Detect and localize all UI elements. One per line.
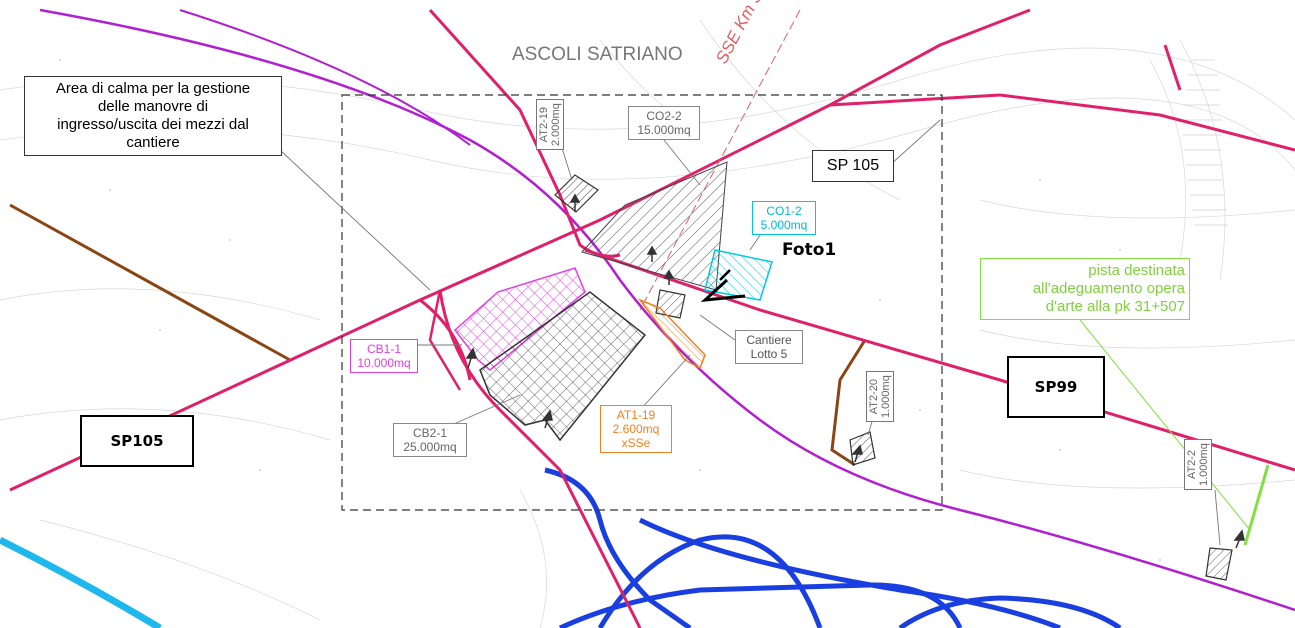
area-cb2-1: [479, 291, 647, 442]
area-note: xSSe: [621, 436, 651, 450]
area-code: AT2-20: [868, 378, 880, 415]
area-code: CB2-1: [412, 426, 447, 440]
area-co1-2: [704, 249, 773, 301]
place-name: ASCOLI SATRIANO: [512, 44, 683, 65]
area-size: 5.000mq: [760, 218, 808, 232]
road-sp99: [584, 248, 1295, 472]
callout-line: delle manovre di: [97, 98, 209, 115]
area-code: CB1-1: [366, 342, 401, 356]
callout-line: Cantiere: [746, 333, 792, 347]
callout-area-calma[interactable]: Area di calma per la gestione delle mano…: [24, 76, 282, 156]
road-ramp-2: [428, 289, 462, 391]
area-at2-20: [849, 431, 876, 466]
road-top-right: [1163, 44, 1182, 91]
terrain-dots: [59, 59, 1161, 561]
work-area-boundary: [341, 94, 943, 511]
purple-road-2: [179, 9, 471, 146]
label-at2-20[interactable]: AT2-20 1.000mq: [866, 371, 894, 422]
road-label-sp99[interactable]: SP99: [1007, 356, 1105, 418]
label-at1-19[interactable]: AT1-19 2.600mq xSSe: [600, 405, 672, 453]
area-code: AT1-19: [616, 408, 656, 422]
area-size: 2.600mq: [612, 422, 660, 436]
label-co2-2[interactable]: CO2-2 15.000mq: [628, 106, 700, 140]
area-size: 15.000mq: [637, 123, 691, 137]
blue-road-2: [597, 534, 823, 628]
photo-viewpoint-icon: [700, 278, 746, 302]
sse-line: [639, 9, 801, 311]
pista-leader: [1079, 319, 1251, 531]
callout-line: ingresso/uscita dei mezzi dal: [57, 116, 249, 133]
blue-road-5: [898, 595, 1122, 628]
callout-line: Area di calma per la gestione: [55, 80, 251, 97]
area-code: AT2-2: [1186, 450, 1198, 480]
callout-line: Lotto 5: [750, 347, 788, 361]
area-size: 2.000mq: [550, 103, 562, 146]
callout-pista[interactable]: pista destinata all'adeguamento opera d'…: [980, 258, 1190, 320]
area-at2-19: [554, 174, 599, 213]
photo-arrow: [719, 269, 731, 281]
area-cb1-1: [453, 267, 586, 371]
cyan-road: [0, 536, 162, 628]
area-at2-21: [1205, 547, 1233, 581]
area-arrows: [465, 193, 1245, 549]
brown-road-left: [9, 203, 291, 362]
label-at2-19[interactable]: AT2-19 2.000mq: [536, 99, 564, 150]
label-co1-2[interactable]: CO1-2 5.000mq: [752, 201, 816, 235]
hillside-hatch: [1183, 59, 1228, 226]
area-size: 1.000mq: [880, 375, 892, 418]
area-size: 1.000mq: [1198, 443, 1210, 486]
label-cb1-1[interactable]: CB1-1 10.000mq: [350, 339, 418, 373]
road-label-sp105-left[interactable]: SP105: [80, 415, 194, 467]
callout-line: pista destinata: [1088, 262, 1185, 279]
area-at1-19: [637, 298, 706, 370]
brown-road-right: [830, 339, 867, 467]
label-cb2-1[interactable]: CB2-1 25.000mq: [393, 423, 467, 457]
road-sp105-east: [829, 93, 1295, 152]
area-code: CO2-2: [646, 109, 682, 123]
area-size: 25.000mq: [403, 440, 457, 454]
road-ramp: [419, 298, 472, 381]
area-code: CO1-2: [766, 204, 802, 218]
photo-label: Foto1: [782, 240, 837, 260]
callout-line: d'arte alla pk 31+507: [1045, 298, 1185, 315]
label-cantiere[interactable]: Cantiere Lotto 5: [735, 330, 803, 364]
blue-road-4: [638, 517, 1061, 628]
road-label-sp105-top[interactable]: SP 105: [812, 150, 894, 182]
callout-line: all'adeguamento opera: [1032, 280, 1185, 297]
pista-line: [1243, 464, 1270, 546]
road-sp105-west: [9, 8, 1031, 492]
blue-road-3: [558, 582, 963, 628]
area-co2-2: [581, 161, 728, 291]
label-at2-21[interactable]: AT2-2 1.000mq: [1184, 439, 1212, 490]
callout-line: cantiere: [126, 134, 180, 151]
area-code: AT2-19: [538, 106, 550, 143]
area-size: 10.000mq: [357, 356, 411, 370]
